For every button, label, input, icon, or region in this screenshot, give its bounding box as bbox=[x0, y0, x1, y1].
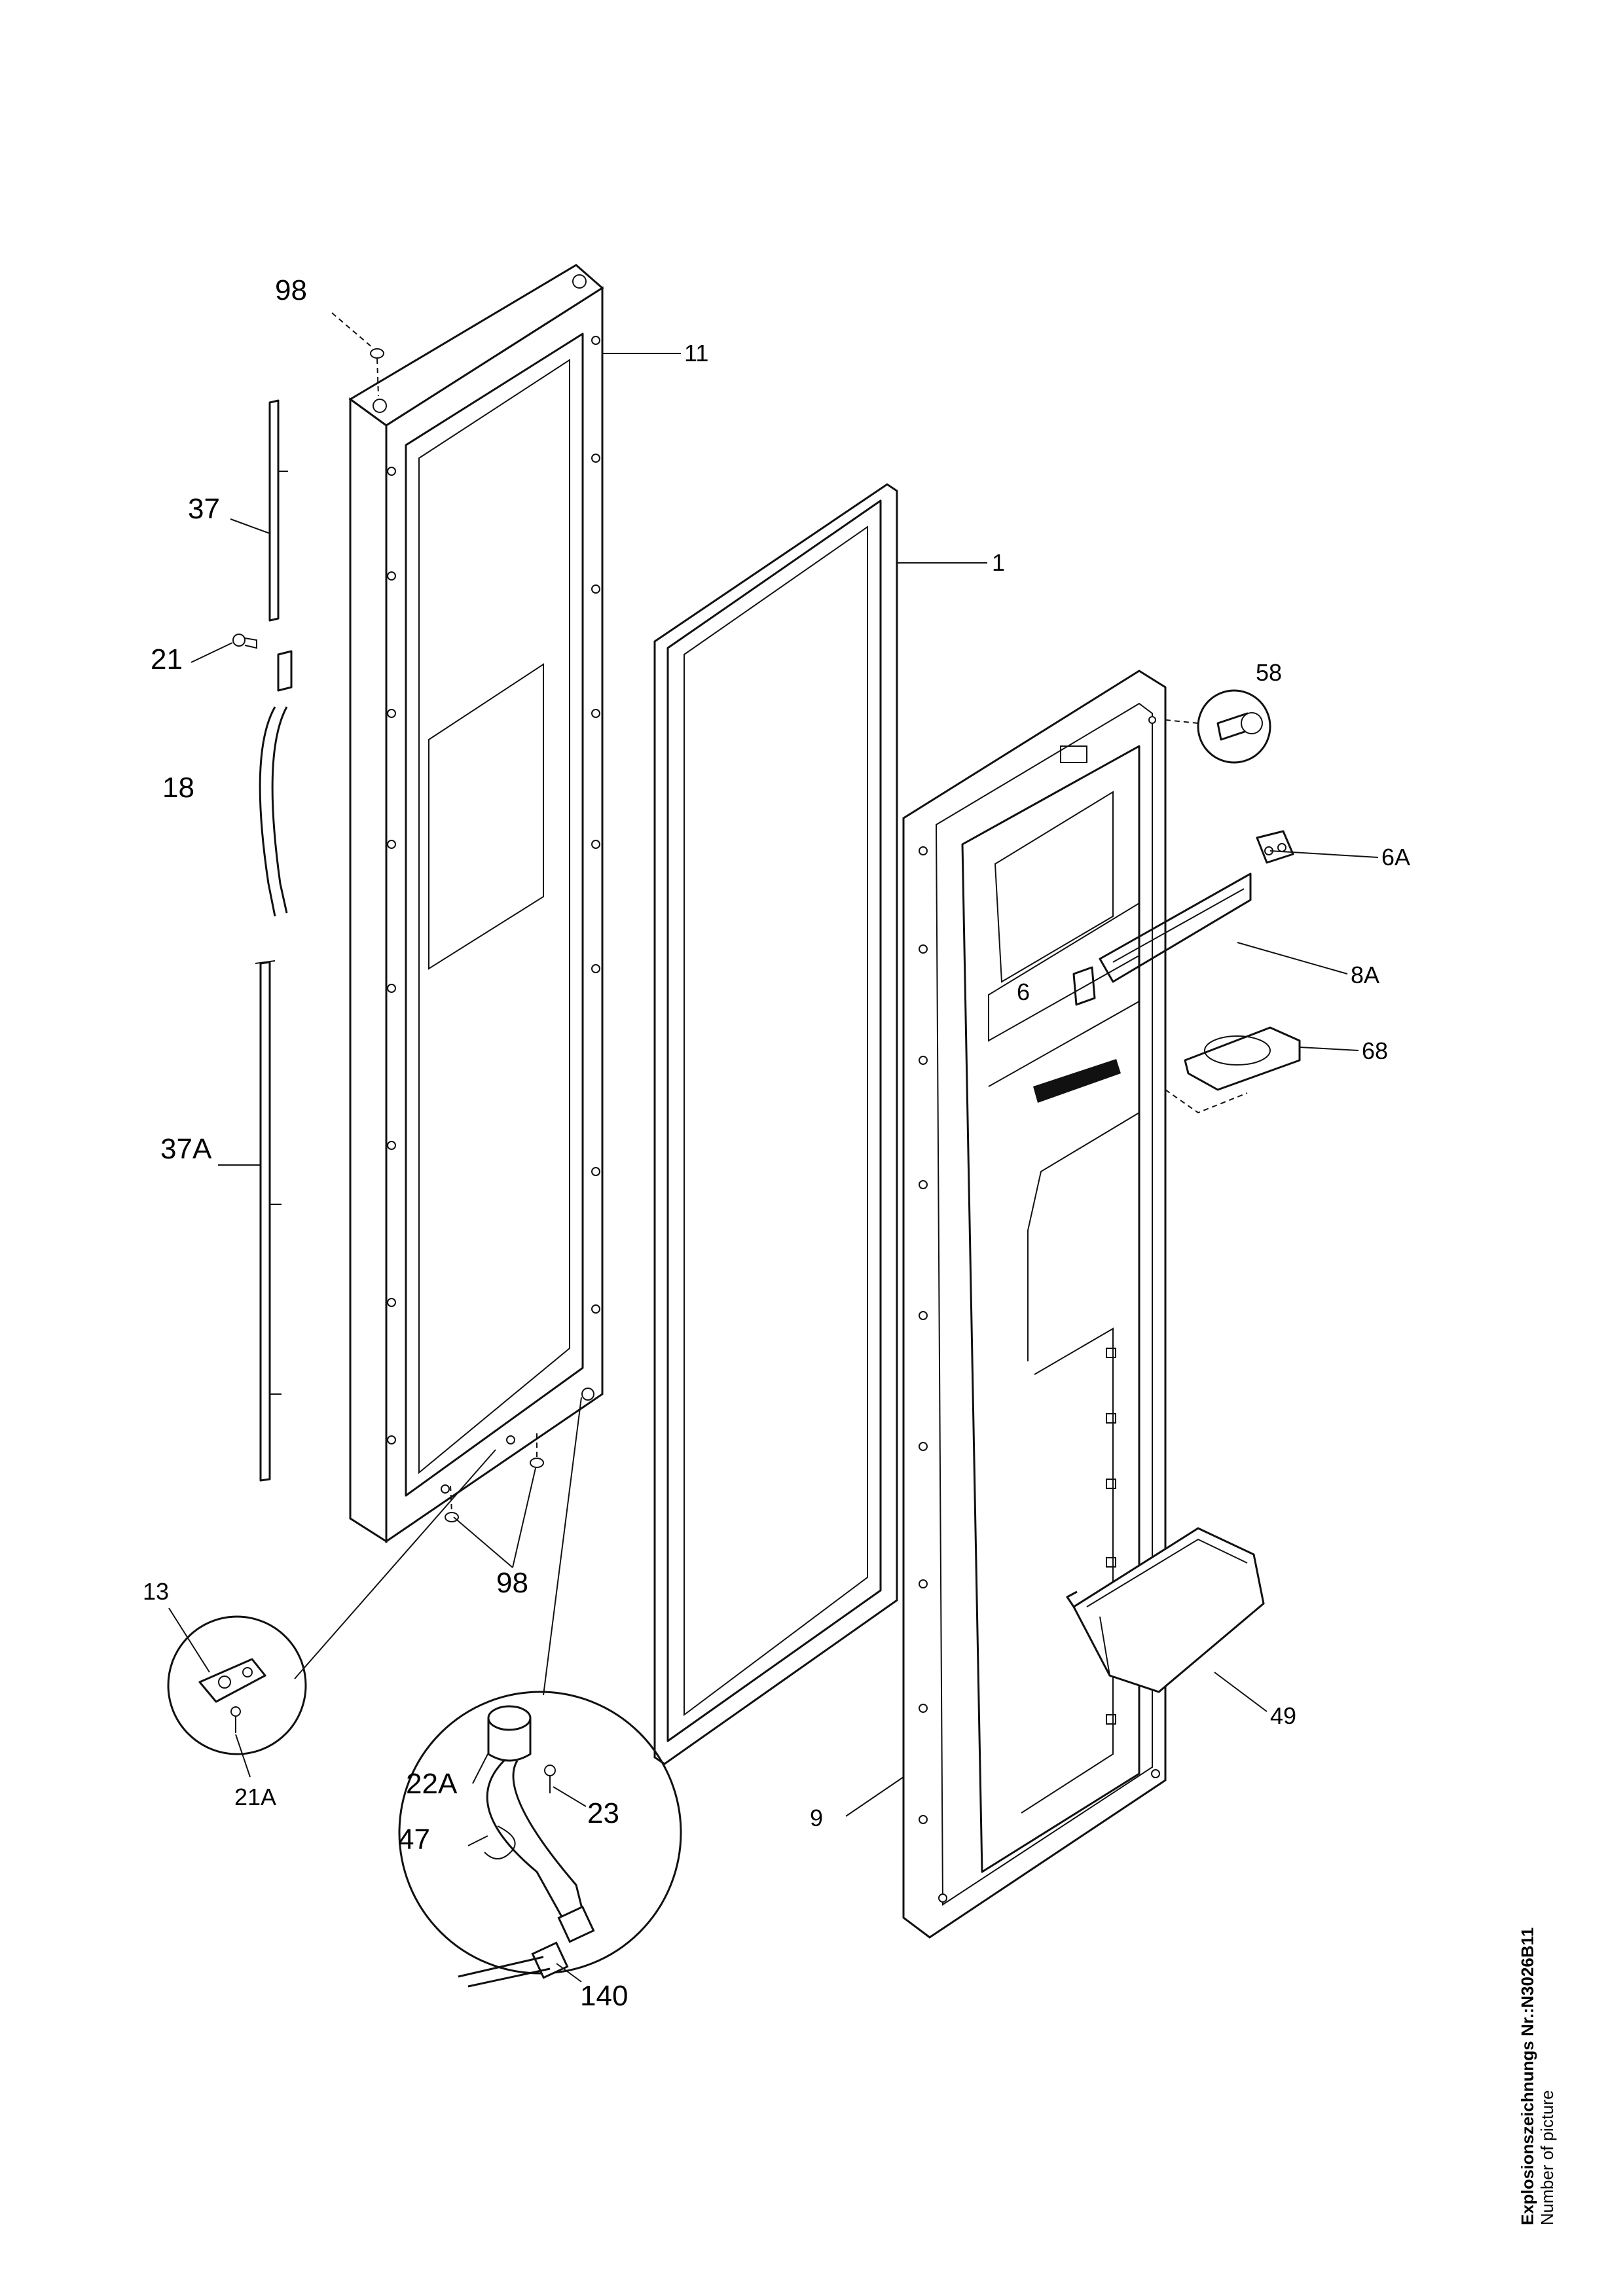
door-gasket-part-1 bbox=[653, 483, 898, 1765]
door-frame-part-11 bbox=[348, 264, 604, 1543]
callout-21: 21 bbox=[151, 643, 183, 675]
door-liner-part-9 bbox=[902, 670, 1167, 1939]
dispenser-hardware bbox=[1072, 689, 1301, 1114]
callout-6: 6 bbox=[1017, 978, 1030, 1005]
handle-parts-left bbox=[232, 399, 293, 1482]
callout-6a: 6A bbox=[1381, 844, 1410, 870]
callout-140: 140 bbox=[580, 1980, 628, 2012]
leader-lines bbox=[168, 312, 1379, 1982]
caption-line-2: Number of picture bbox=[1537, 2090, 1557, 2225]
callout-47: 47 bbox=[398, 1823, 430, 1856]
picture-number-caption: Explosionszeichnungs Nr.:N3026B11 Number… bbox=[1518, 1928, 1557, 2225]
callout-18: 18 bbox=[162, 772, 194, 804]
callout-37: 37 bbox=[188, 493, 220, 525]
callout-58: 58 bbox=[1256, 659, 1282, 686]
callout-98-top: 98 bbox=[275, 274, 307, 306]
caption-line-1: Explosionszeichnungs Nr.:N3026B11 bbox=[1518, 1927, 1537, 2225]
callout-1: 1 bbox=[992, 549, 1005, 576]
callout-22a: 22A bbox=[406, 1768, 458, 1800]
callout-49: 49 bbox=[1270, 1702, 1296, 1729]
callout-98-bottom: 98 bbox=[496, 1567, 528, 1599]
callout-labels: 98 11 37 21 18 37A 1 58 6A 8A 6 68 98 13… bbox=[143, 274, 1410, 2012]
detail-circle-hinge bbox=[167, 1615, 307, 1755]
callout-37a: 37A bbox=[160, 1133, 212, 1165]
callout-13: 13 bbox=[143, 1578, 169, 1605]
callout-9: 9 bbox=[810, 1804, 823, 1831]
detail-circle-wiring bbox=[398, 1691, 682, 1988]
callout-11: 11 bbox=[684, 340, 708, 367]
callout-21a: 21A bbox=[234, 1784, 276, 1810]
caps-part-98 bbox=[370, 348, 544, 1522]
callout-68: 68 bbox=[1362, 1037, 1388, 1064]
callout-23: 23 bbox=[587, 1797, 619, 1829]
callout-8a: 8A bbox=[1351, 961, 1379, 988]
door-bin-part-49 bbox=[1066, 1527, 1265, 1693]
